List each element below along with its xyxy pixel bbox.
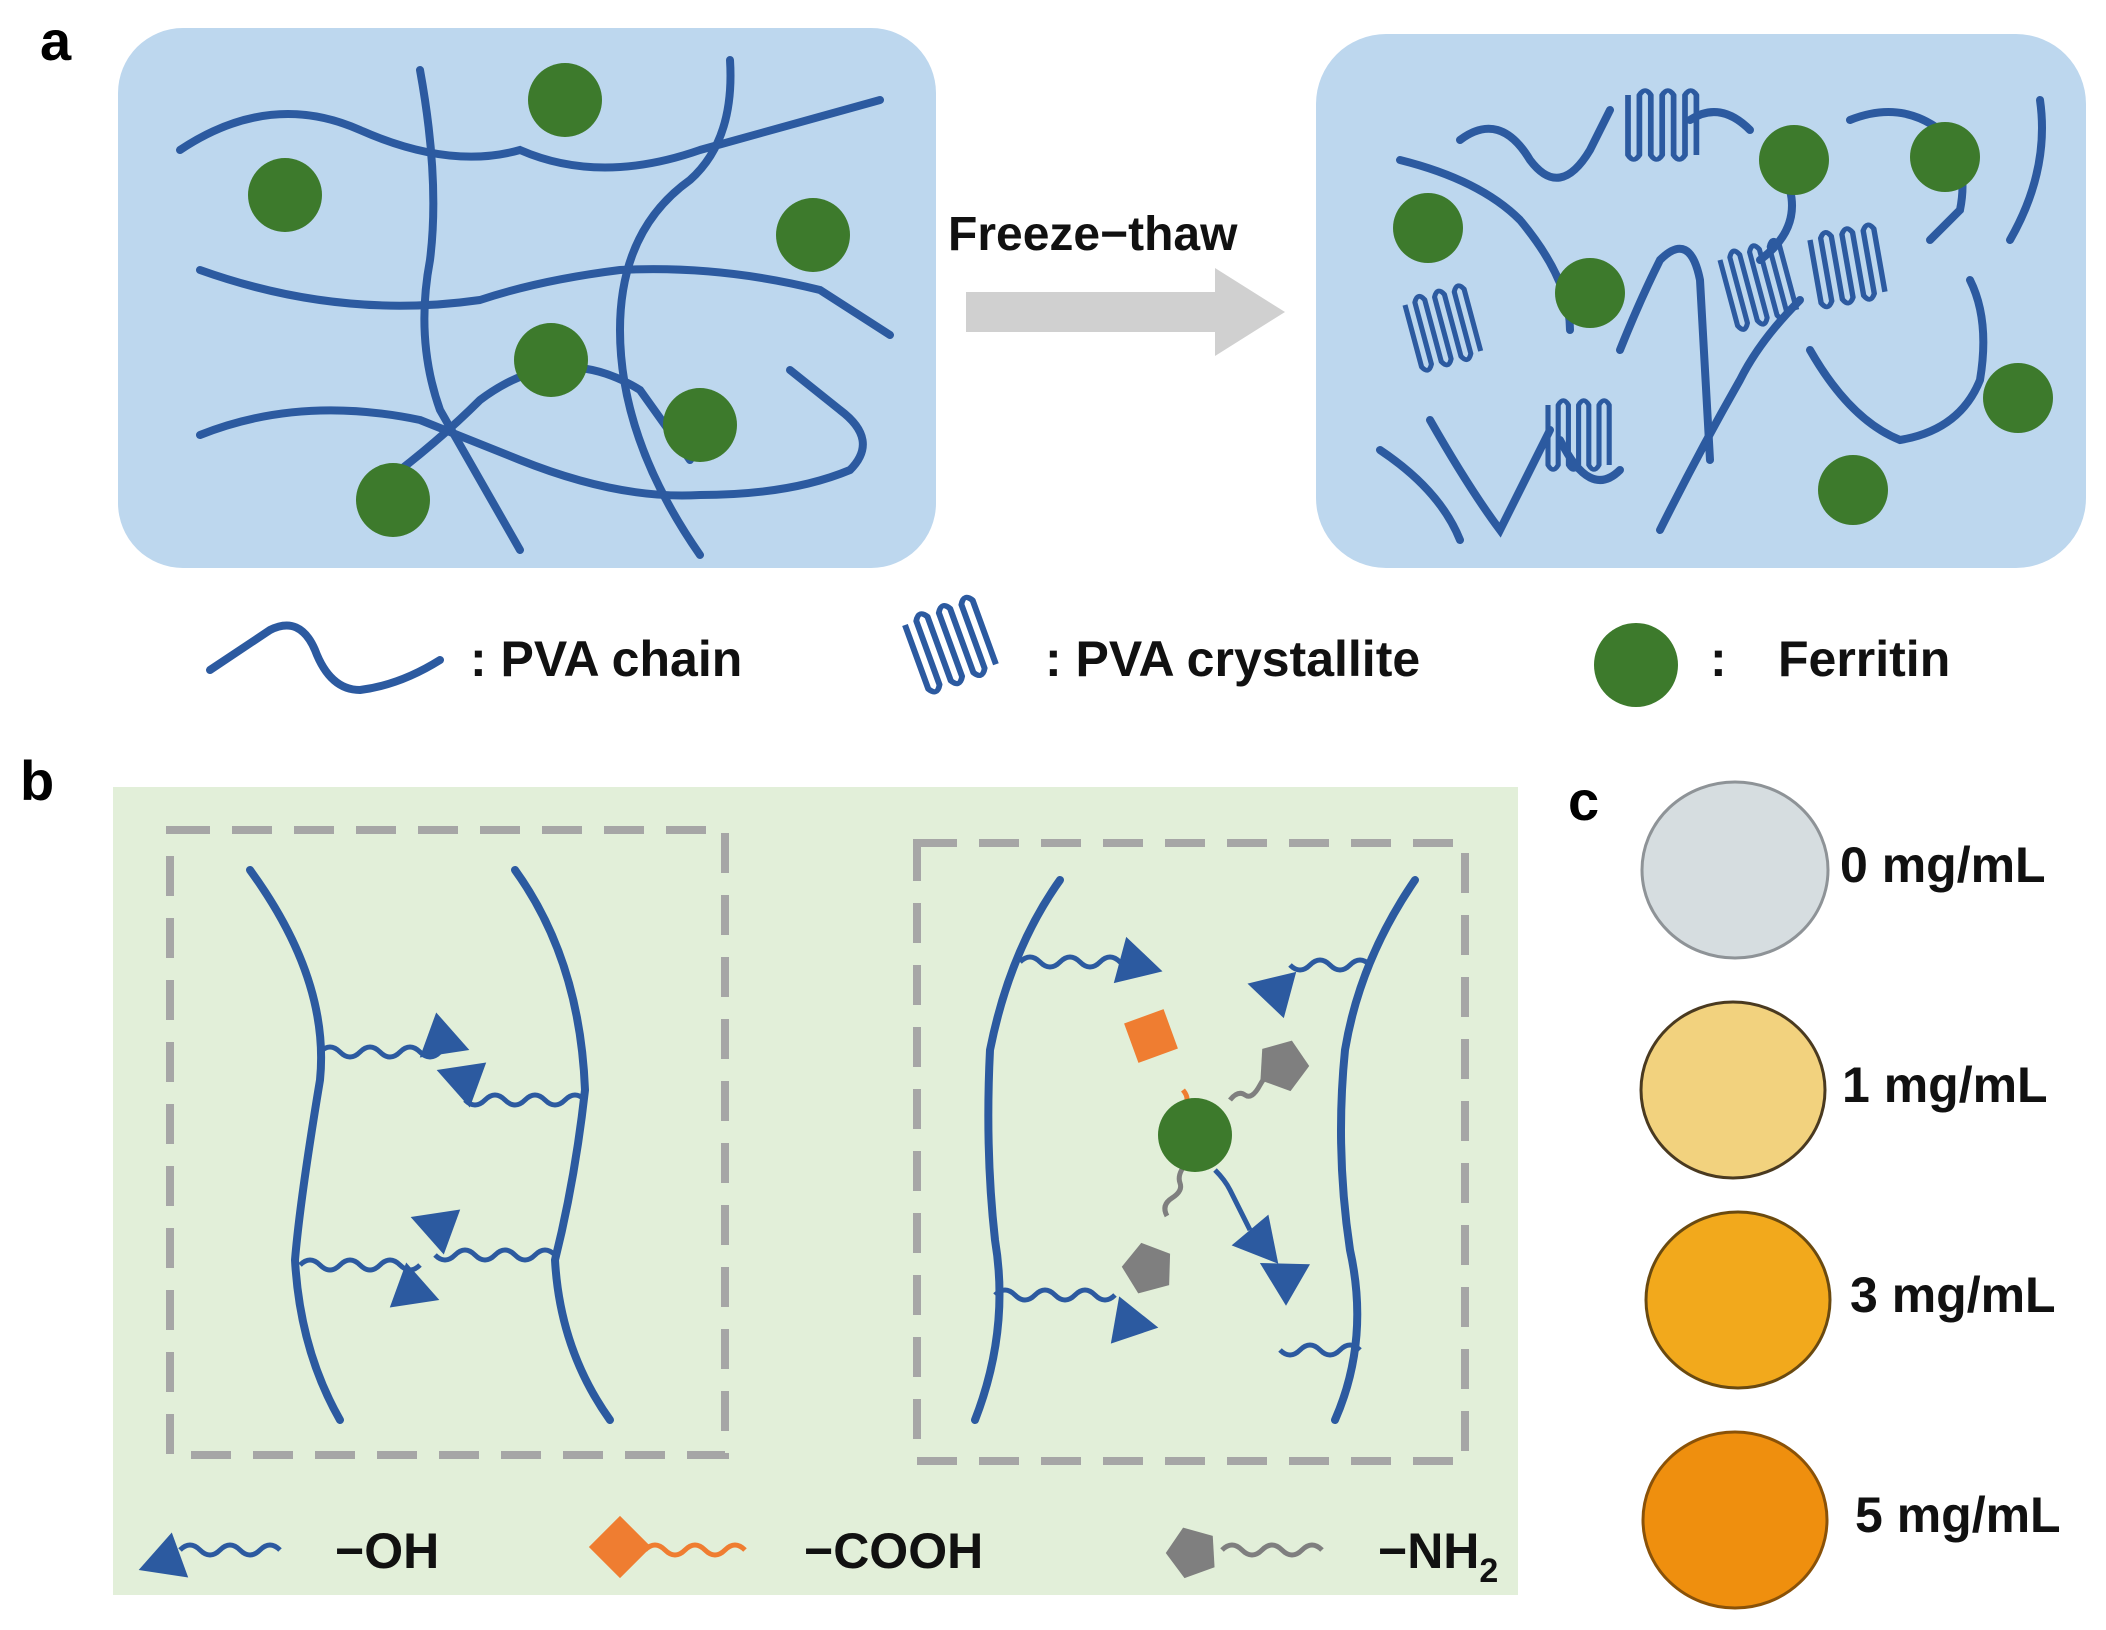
ferritin-legend-icon [1594, 623, 1678, 707]
sample-disc-3 [1641, 1430, 1829, 1610]
ferritin-node [1158, 1098, 1232, 1172]
process-arrow [966, 268, 1285, 356]
ferritin-particles-after [1393, 122, 2053, 525]
sample-label-2: 3 mg/mL [1850, 1267, 2056, 1323]
legend-ferritin: Ferritin [1778, 631, 1950, 687]
sample-disc-2 [1644, 1210, 1832, 1390]
hydrogen-bond-box-left [166, 826, 729, 1459]
panel-b-background [113, 787, 1518, 1595]
legend-nh2: −NH2 [1378, 1523, 1498, 1590]
panel-a-before-box [118, 28, 936, 568]
legend-cooh: −COOH [804, 1523, 983, 1579]
sample-label-0: 0 mg/mL [1840, 837, 2046, 893]
legend-b: −OH −COOH −NH2 [130, 1515, 1498, 1593]
panel-c-letter: c [1568, 769, 1599, 832]
sample-disc-1 [1639, 1000, 1827, 1180]
legend-ferritin-colon: : [1710, 631, 1727, 687]
panel-b-letter: b [20, 749, 54, 812]
legend-pva-crystallite: : PVA crystallite [1045, 631, 1420, 687]
ferritin-particles [248, 63, 850, 537]
pva-chain-legend-icon [206, 621, 444, 695]
hydrogen-bond-box-right [913, 839, 1469, 1465]
pva-crystallite-legend-icon [903, 596, 997, 694]
legend-oh: −OH [335, 1523, 439, 1579]
sample-label-1: 1 mg/mL [1842, 1057, 2048, 1113]
legend-a: : PVA chain : PVA crystallite : Ferritin [206, 596, 1950, 707]
sample-label-3: 5 mg/mL [1855, 1487, 2061, 1543]
freeze-thaw-label: Freeze−thaw [948, 208, 1238, 261]
hydrogel-samples: 0 mg/mL 1 mg/mL 3 mg/mL 5 mg/mL [1639, 780, 2061, 1610]
cooh-legend-icon [588, 1515, 652, 1579]
sample-disc-0 [1640, 780, 1830, 960]
panel-a-after-box [1316, 34, 2086, 568]
panel-a-letter: a [40, 9, 72, 72]
legend-pva-chain: : PVA chain [470, 631, 742, 687]
